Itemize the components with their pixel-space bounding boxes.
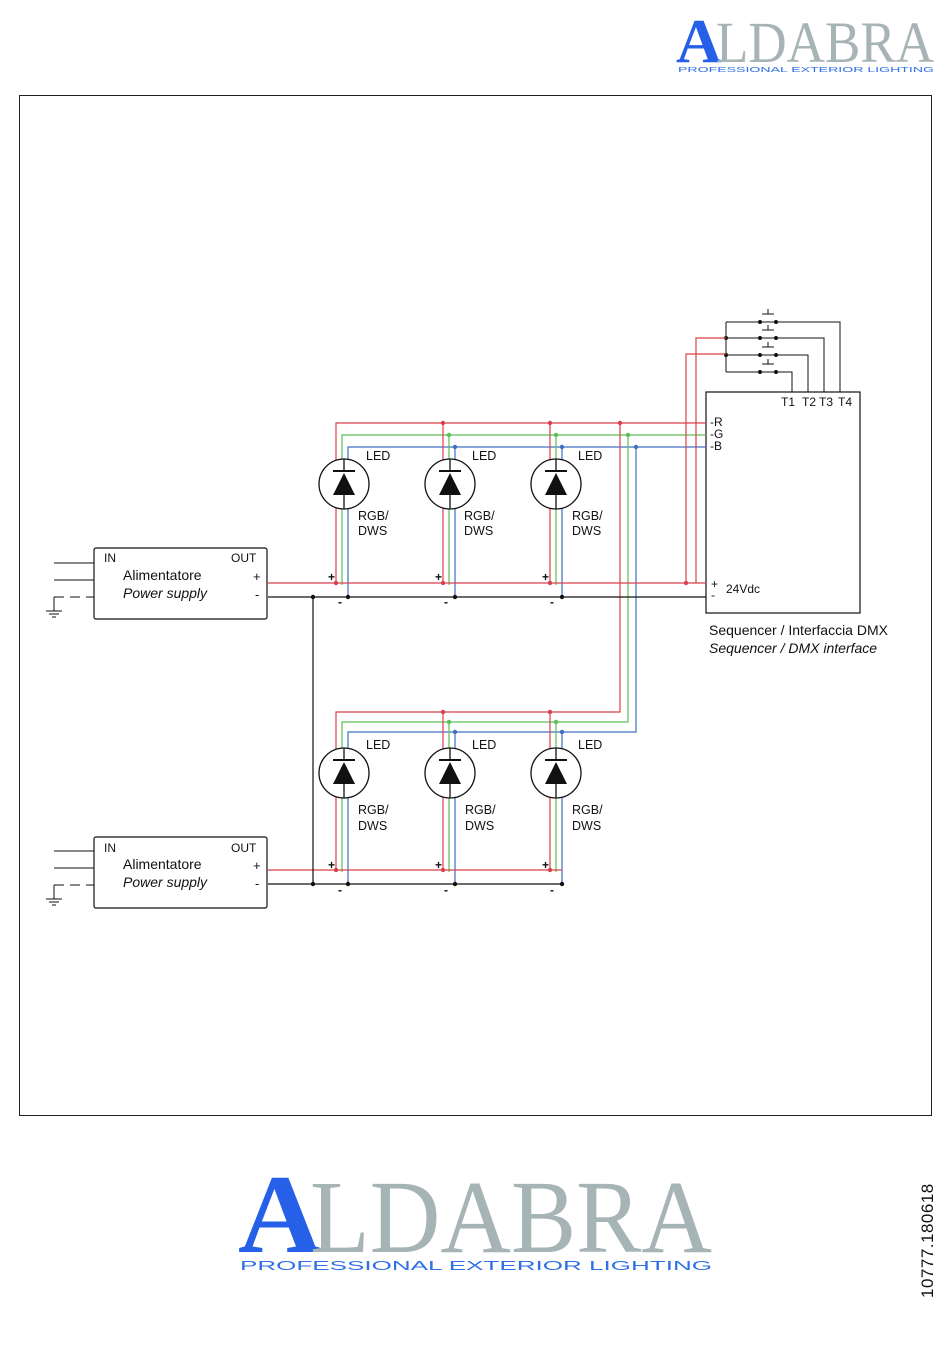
ps-in-label: IN xyxy=(104,841,116,855)
ps-out-label: OUT xyxy=(231,841,257,855)
terminal-t2: T2 xyxy=(802,395,816,409)
led-minus: - xyxy=(444,883,448,897)
led-plus: + xyxy=(542,858,549,872)
ps-minus: - xyxy=(255,876,259,891)
ps-plus: + xyxy=(253,858,261,873)
led-type-line2: DWS xyxy=(572,819,601,833)
led-type-line2: DWS xyxy=(358,524,387,538)
ps-name: Alimentatore xyxy=(123,856,202,872)
led-type-line2: DWS xyxy=(465,819,494,833)
sequencer-plus: + xyxy=(711,577,718,591)
led-type-line1: RGB/ xyxy=(572,509,603,523)
channel-g: -G xyxy=(710,427,723,441)
led-lower-2 xyxy=(424,747,476,799)
led-type-line2: DWS xyxy=(358,819,387,833)
header-brand-rest: LDABRA xyxy=(716,12,934,75)
led-upper-1 xyxy=(318,458,370,510)
sequencer-box xyxy=(705,391,861,614)
footer-brand-rest: LDABRA xyxy=(310,1162,712,1275)
svg-text:A: A xyxy=(238,1162,322,1277)
led-type-line1: RGB/ xyxy=(358,509,389,523)
led-label: LED xyxy=(366,449,390,463)
led-label: LED xyxy=(472,738,496,752)
drawing-frame xyxy=(19,95,932,1116)
led-plus: + xyxy=(328,858,335,872)
led-label: LED xyxy=(578,738,602,752)
header-tagline: PROFESSIONAL EXTERIOR LIGHTING xyxy=(678,65,934,74)
terminal-t3: T3 xyxy=(819,395,833,409)
document-code: 10777.180618 xyxy=(918,1183,937,1298)
svg-text:A: A xyxy=(676,12,722,76)
led-minus: - xyxy=(550,595,554,609)
led-plus: + xyxy=(435,570,442,584)
led-type-line2: DWS xyxy=(572,524,601,538)
led-plus: + xyxy=(435,858,442,872)
power-supply-2: IN OUT Alimentatore Power supply + - xyxy=(45,836,268,909)
rgb-lines xyxy=(268,337,726,885)
led-type-line2: DWS xyxy=(464,524,493,538)
led-minus: - xyxy=(338,595,342,609)
led-type-line1: RGB/ xyxy=(358,803,389,817)
led-upper-2 xyxy=(424,458,476,510)
led-lower-1 xyxy=(318,747,370,799)
footer-tagline: PROFESSIONAL EXTERIOR LIGHTING xyxy=(240,1258,712,1273)
header-logo: A LDABRA PROFESSIONAL EXTERIOR LIGHTING xyxy=(676,12,936,76)
led-minus: - xyxy=(338,883,342,897)
ps-out-label: OUT xyxy=(231,551,257,565)
led-type-line1: RGB/ xyxy=(464,509,495,523)
ps-name-en: Power supply xyxy=(123,874,208,890)
ps-name: Alimentatore xyxy=(123,567,202,583)
switch-cluster xyxy=(725,309,841,392)
terminal-t1: T1 xyxy=(781,395,795,409)
terminal-t4: T4 xyxy=(838,395,852,409)
sequencer-minus: - xyxy=(711,588,715,602)
channel-b: -B xyxy=(710,439,722,453)
ps-name-en: Power supply xyxy=(123,585,208,601)
led-upper-3 xyxy=(530,458,582,510)
ps-minus: - xyxy=(255,587,259,602)
footer-logo: A LDABRA PROFESSIONAL EXTERIOR LIGHTING xyxy=(238,1162,718,1277)
led-label: LED xyxy=(578,449,602,463)
led-plus: + xyxy=(328,570,335,584)
ps-in-label: IN xyxy=(104,551,116,565)
channel-r: -R xyxy=(710,415,723,429)
led-type-line1: RGB/ xyxy=(572,803,603,817)
sequencer-supply-label: 24Vdc xyxy=(726,582,760,596)
ps-plus: + xyxy=(253,569,261,584)
sequencer-name-en: Sequencer / DMX interface xyxy=(709,640,877,656)
led-lower-3 xyxy=(530,747,582,799)
led-type-line1: RGB/ xyxy=(465,803,496,817)
power-supply-1: IN OUT Alimentatore Power supply + - xyxy=(45,547,268,620)
led-plus: + xyxy=(542,570,549,584)
sequencer-name: Sequencer / Interfaccia DMX xyxy=(709,622,889,638)
led-label: LED xyxy=(472,449,496,463)
led-minus: - xyxy=(550,883,554,897)
led-label: LED xyxy=(366,738,390,752)
led-minus: - xyxy=(444,595,448,609)
